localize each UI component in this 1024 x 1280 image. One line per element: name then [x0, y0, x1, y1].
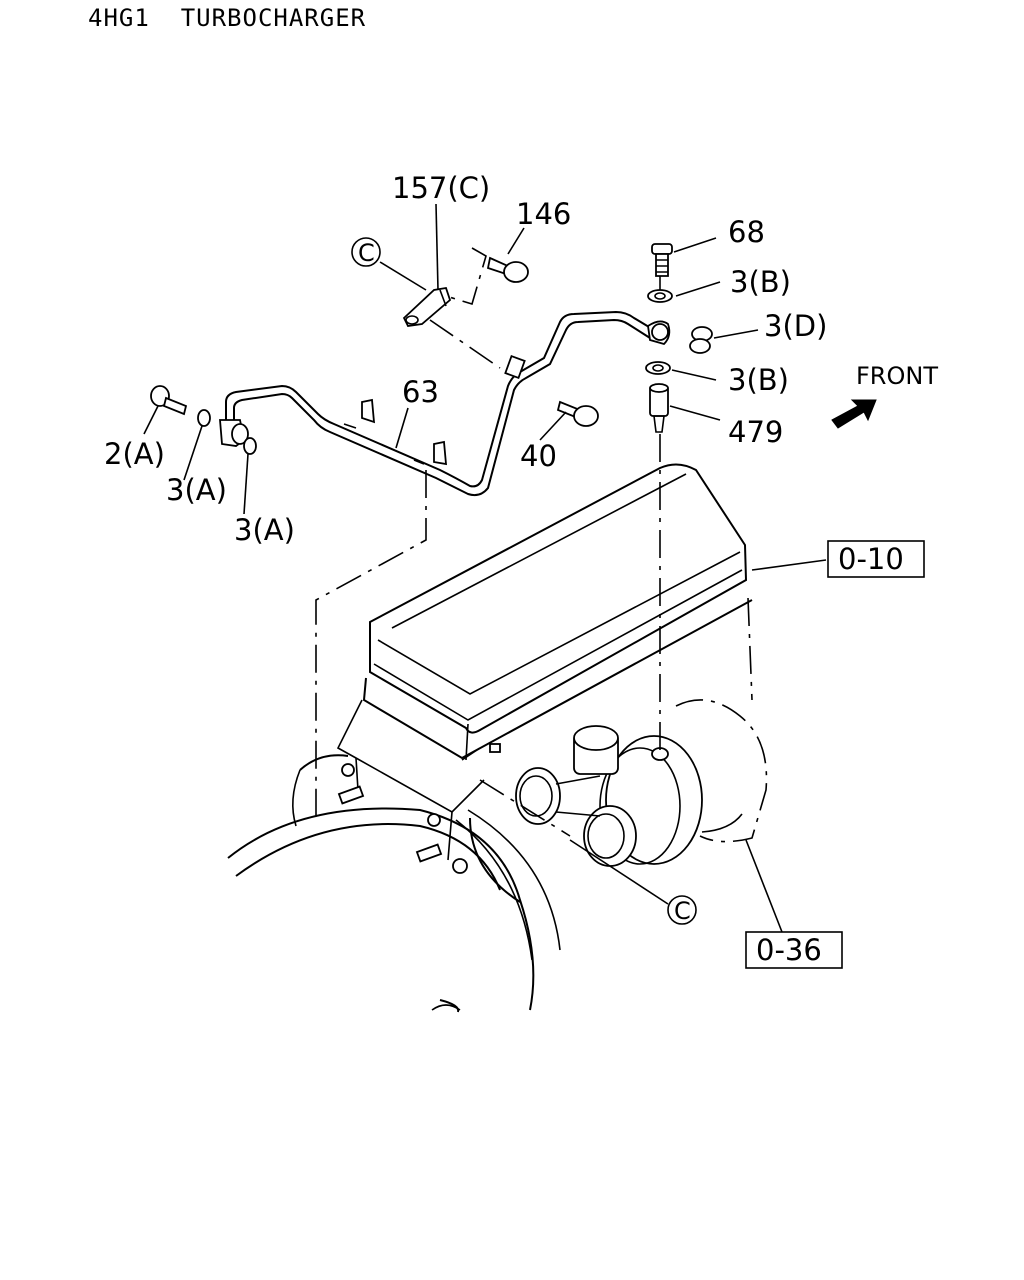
bolt-2a: [150, 385, 188, 416]
washer-3a-lower: [243, 437, 257, 455]
assembly-lines: [315, 247, 661, 837]
turbocharger-assembly: [515, 699, 768, 867]
ref-box-engine: 0-10: [827, 540, 925, 578]
svg-text:0-36: 0-36: [756, 933, 822, 967]
callout-3b-bottom: 3(B): [728, 363, 789, 397]
callout-2a: 2(A): [104, 437, 165, 471]
washer-3b-top: [647, 289, 673, 303]
callout-157c: 157(C): [392, 171, 490, 205]
washer-3b-bottom: [645, 361, 671, 375]
flywheel-housing: [227, 754, 561, 1013]
callout-63: 63: [402, 375, 439, 409]
engine-head-cover: [336, 463, 753, 861]
adapter-479: [649, 383, 669, 433]
pipe-clip-157c: [402, 286, 452, 327]
ref-box-turbo: 0-36: [745, 931, 843, 969]
washer-3d: [689, 326, 713, 354]
bolt-68: [651, 243, 673, 277]
callout-3a-upper: 3(A): [166, 473, 227, 507]
callout-68: 68: [728, 215, 765, 249]
ref-mark-c-bottom: C: [667, 895, 697, 925]
svg-text:0-10: 0-10: [838, 542, 904, 576]
bolt-40: [556, 400, 599, 427]
front-arrow-icon: [831, 399, 877, 429]
block-studs: [337, 743, 501, 874]
front-indicator: FRONT: [831, 362, 938, 429]
leader-lines: [143, 203, 827, 933]
page-title: 4HG1 TURBOCHARGER: [88, 4, 367, 32]
svg-text:C: C: [674, 897, 691, 925]
callout-3b-top: 3(B): [730, 265, 791, 299]
callout-146: 146: [516, 197, 571, 231]
callout-479: 479: [728, 415, 783, 449]
ref-mark-c-top: C: [351, 237, 381, 267]
front-label: FRONT: [856, 362, 938, 390]
callout-3a-lower: 3(A): [234, 513, 295, 547]
bolt-146: [486, 256, 529, 283]
svg-text:C: C: [358, 239, 375, 267]
callout-3d: 3(D): [764, 309, 827, 343]
washer-3a-upper: [197, 409, 211, 427]
oil-feed-pipe: [219, 310, 671, 497]
callout-40: 40: [520, 439, 557, 473]
